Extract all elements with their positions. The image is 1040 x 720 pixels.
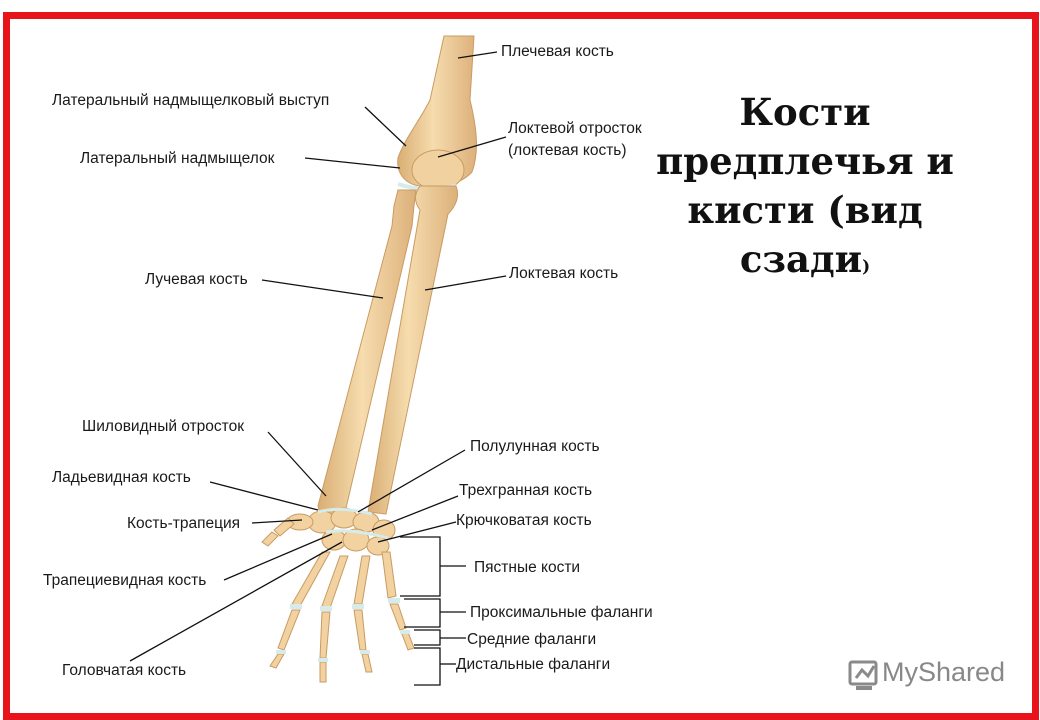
label-capitate: Головчатая кость	[62, 662, 187, 679]
label-olecranon-line2: (локтевая кость)	[508, 142, 627, 159]
label-radius: Лучевая кость	[145, 271, 248, 288]
red-frame	[3, 12, 1039, 720]
label-scaphoid: Ладьевидная кость	[52, 469, 191, 486]
carpal-bones	[286, 507, 396, 556]
myshared-logo-icon	[848, 660, 878, 690]
label-lateral-epicondyle: Латеральный надмыщелок	[80, 150, 275, 167]
label-trapezium: Кость-трапеция	[127, 515, 241, 532]
label-trapezoid: Трапециевидная кость	[43, 572, 207, 589]
finger-bones	[269, 551, 415, 683]
label-olecranon-line1: Локтевой отросток	[508, 120, 642, 137]
diagram-title: Кости предплечья и кисти (вид сзади)	[655, 88, 955, 292]
title-line-3: кисти (вид	[687, 188, 923, 232]
label-distal-phalanges: Дистальные фаланги	[456, 656, 611, 673]
label-styloid-process: Шиловидный отросток	[82, 418, 245, 435]
humerus-bone	[397, 35, 477, 191]
label-metacarpals: Пястные кости	[474, 559, 581, 576]
label-ulna: Локтевая кость	[509, 265, 619, 282]
wrist-cartilage	[317, 507, 389, 540]
label-middle-phalanges: Средние фаланги	[467, 631, 597, 648]
label-proximal-phalanges: Проксимальные фаланги	[470, 604, 653, 621]
title-paren: )	[862, 257, 871, 277]
title-line-4: сзади)	[655, 235, 955, 292]
label-lateral-epicondylar-ridge: Латеральный надмыщелковый выступ	[52, 92, 330, 109]
label-lunate: Полулунная кость	[470, 438, 600, 455]
finger-joint-cartilage	[276, 598, 410, 662]
myshared-logo-text: MyShared	[882, 657, 1006, 687]
thumb-bones	[261, 517, 295, 547]
label-hamate: Крючковатая кость	[456, 512, 592, 529]
title-line-1: Кости	[739, 90, 871, 134]
label-humerus: Плечевая кость	[501, 43, 614, 60]
title-line-4-text: сзади	[739, 237, 863, 281]
title-line-2: предплечья и	[656, 139, 954, 183]
label-triquetrum: Трехгранная кость	[459, 482, 593, 499]
leader-lines	[129, 51, 507, 686]
